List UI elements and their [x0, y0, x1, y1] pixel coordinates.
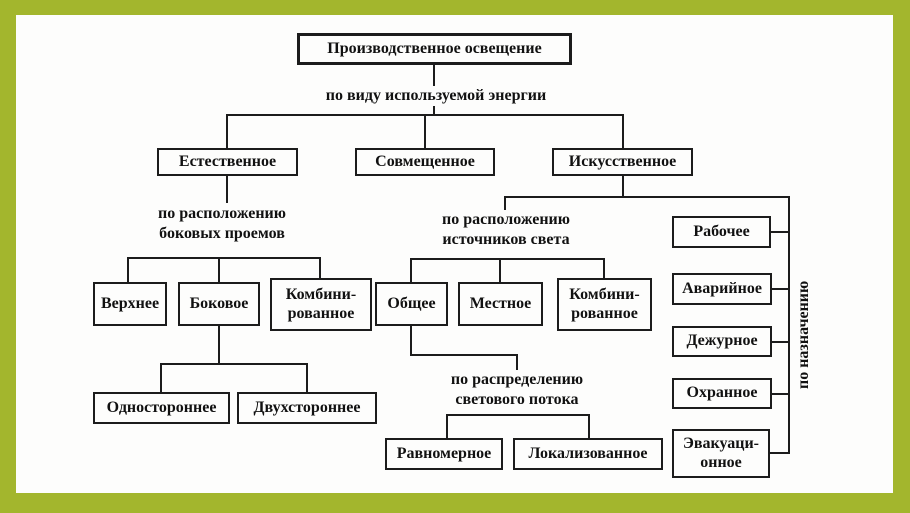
- connector-line: [433, 64, 435, 86]
- node-two-sided: Двухстороннее: [237, 392, 377, 424]
- node-localized: Локализованное: [513, 438, 663, 470]
- connector-line: [588, 414, 590, 438]
- node-security: Охранное: [672, 378, 772, 409]
- node-duty: Дежурное: [672, 326, 772, 357]
- connector-line: [160, 363, 308, 365]
- criterion-light-sources-label: по расположению источников света: [442, 211, 570, 248]
- connector-line: [433, 106, 435, 116]
- connector-line: [788, 196, 790, 454]
- connector-line: [226, 176, 228, 203]
- node-natural: Естественное: [157, 148, 298, 176]
- connector-line: [410, 354, 518, 356]
- criterion-purpose-label: по назначению: [795, 280, 812, 390]
- node-working: Рабочее: [672, 216, 771, 248]
- connector-line: [770, 452, 789, 454]
- connector-line: [446, 414, 448, 438]
- node-industrial-lighting: Производственное освещение: [297, 33, 572, 65]
- connector-line: [622, 176, 624, 197]
- connector-line: [499, 258, 501, 282]
- node-combined-sources: Комбини-рованное: [557, 278, 652, 331]
- connector-line: [504, 196, 790, 198]
- criterion-flux-label: по распределению светового потока: [450, 371, 584, 408]
- connector-line: [504, 196, 506, 210]
- connector-line: [226, 114, 228, 148]
- connector-line: [127, 257, 129, 282]
- connector-line: [306, 363, 308, 392]
- node-general: Общее: [375, 282, 448, 326]
- connector-line: [772, 288, 789, 290]
- criterion-side-openings-label: по расположению боковых проемов: [158, 205, 286, 242]
- node-combined-lighting: Совмещенное: [355, 148, 495, 176]
- node-top-opening: Верхнее: [93, 282, 167, 326]
- connector-line: [218, 326, 220, 363]
- node-uniform: Равномерное: [385, 438, 503, 470]
- criterion-energy-label: по виду используемой энергии: [325, 87, 547, 104]
- node-evacuation: Эвакуаци-онное: [672, 429, 770, 478]
- node-one-sided: Одностороннее: [93, 392, 230, 424]
- connector-line: [127, 257, 321, 259]
- connector-line: [622, 114, 624, 148]
- connector-line: [772, 341, 789, 343]
- connector-line: [516, 354, 518, 370]
- connector-line: [410, 258, 605, 260]
- connector-line: [772, 393, 789, 395]
- node-local: Местное: [458, 282, 543, 326]
- connector-line: [319, 257, 321, 278]
- connector-line: [410, 326, 412, 354]
- node-side-opening: Боковое: [178, 282, 260, 326]
- connector-line: [446, 414, 590, 416]
- connector-line: [603, 258, 605, 278]
- connector-line: [218, 257, 220, 282]
- connector-line: [160, 363, 162, 392]
- node-emergency: Аварийное: [672, 273, 772, 305]
- node-artificial: Искусственное: [552, 148, 693, 176]
- connector-line: [424, 114, 426, 148]
- node-combined-opening: Комбини-рованное: [270, 278, 372, 331]
- connector-line: [771, 231, 789, 233]
- connector-line: [410, 258, 412, 282]
